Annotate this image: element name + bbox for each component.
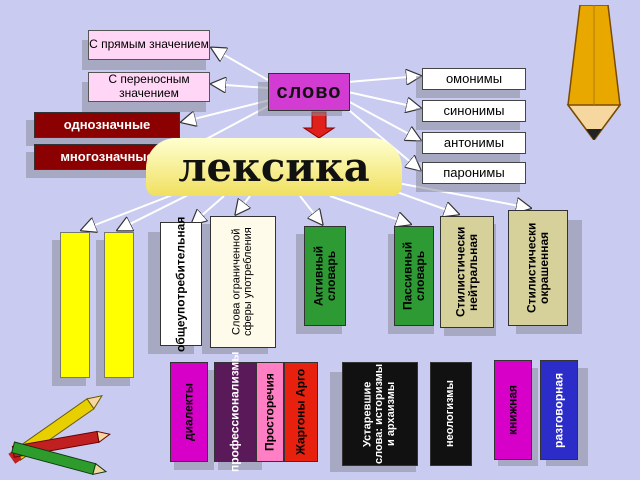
unambiguous-box: однозначные (34, 112, 180, 138)
obsolete-words-box: Устаревшие слова: историзмы и архаизмы (342, 362, 418, 466)
paronyms-box: паронимы (422, 162, 526, 184)
page-title: лексика (146, 138, 402, 196)
limited-usage-box: Слова ограниченной сферы употребления (210, 216, 276, 348)
figurative-meaning-box: С переносным значением (88, 72, 210, 102)
pencil-icon (566, 5, 622, 140)
active-vocabulary-box: Активный словарь (304, 226, 346, 326)
common-usage-box: общеупотребительная (160, 216, 202, 352)
prostorechie-box: Просторечия (256, 362, 284, 462)
dialects-box: диалекты (170, 362, 208, 462)
neologisms-box: неологизмы (430, 362, 472, 466)
colored-style-box: Стилистически окрашенная (508, 210, 568, 326)
direct-meaning-box: С прямым значением (88, 30, 210, 60)
yellow-column-2 (104, 232, 134, 378)
yellow-column-1 (60, 232, 90, 378)
bookish-box: книжная (494, 360, 532, 460)
jargon-box: Жаргоны Арго (284, 362, 318, 462)
neutral-style-box: Стилистически нейтральная (440, 216, 494, 328)
passive-vocabulary-box: Пассивный словарь (394, 226, 434, 326)
pencils-icon (8, 395, 111, 475)
colloquial-box: разговорная (540, 360, 578, 460)
professionalisms-box: профессионализмы (214, 352, 256, 472)
antonyms-box: антонимы (422, 132, 526, 154)
synonyms-box: синонимы (422, 100, 526, 122)
homonyms-box: омонимы (422, 68, 526, 90)
word-box: слово (268, 73, 350, 111)
